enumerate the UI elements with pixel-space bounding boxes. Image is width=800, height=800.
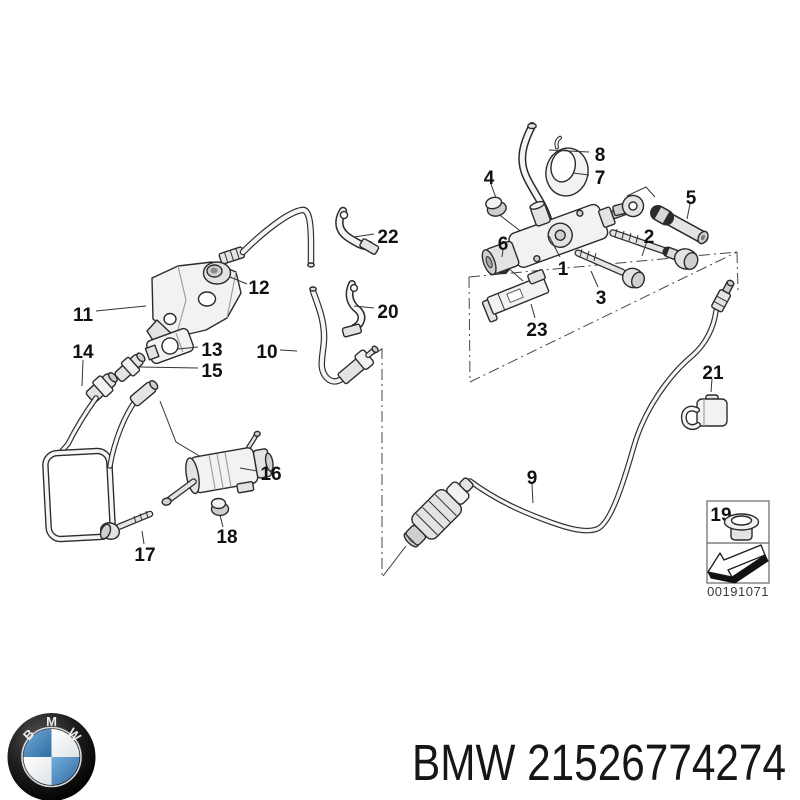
callout-23: 23 bbox=[526, 320, 547, 341]
part-pipe-14 bbox=[42, 372, 159, 543]
part-bracket-22 bbox=[335, 206, 380, 255]
part-slave-cylinder-16 bbox=[161, 430, 274, 506]
callout-22: 22 bbox=[377, 227, 398, 248]
callout-6: 6 bbox=[498, 234, 509, 255]
part-hose-10 bbox=[218, 206, 379, 385]
leader-lines bbox=[81, 149, 713, 545]
part-bracket-20 bbox=[341, 280, 366, 338]
pushrod-clevis bbox=[612, 194, 645, 218]
part-grommet-12 bbox=[202, 261, 232, 285]
callout-14: 14 bbox=[72, 342, 94, 363]
callout-13: 13 bbox=[201, 340, 222, 361]
part-number-title: BMW 21526774274 bbox=[412, 734, 786, 791]
callout-3: 3 bbox=[596, 288, 607, 309]
callout-20: 20 bbox=[377, 302, 398, 323]
inset-image-id: 00191071 bbox=[707, 584, 769, 599]
callout-11: 11 bbox=[73, 305, 94, 326]
part-clip-21 bbox=[680, 394, 728, 430]
bmw-logo: B M W bbox=[7, 713, 96, 800]
callout-16: 16 bbox=[260, 464, 281, 485]
callout-labels: 1 2 3 4 5 6 7 8 9 10 11 12 13 14 15 16 1… bbox=[72, 145, 724, 566]
callout-12: 12 bbox=[248, 278, 269, 299]
part-clamp-13 bbox=[144, 327, 195, 365]
part-pipe-9 bbox=[403, 279, 735, 548]
callout-21: 21 bbox=[702, 363, 724, 384]
part-bolt-2 bbox=[609, 228, 699, 271]
callout-17: 17 bbox=[134, 545, 155, 566]
direction-arrow-down-left-icon bbox=[707, 544, 769, 584]
callout-9: 9 bbox=[527, 468, 538, 489]
part-bolt-17 bbox=[99, 510, 154, 540]
callout-18: 18 bbox=[216, 527, 237, 548]
callout-15: 15 bbox=[201, 361, 223, 382]
callout-5: 5 bbox=[686, 188, 697, 209]
grommet-plug-icon bbox=[723, 513, 760, 541]
part-nut-18 bbox=[210, 497, 230, 517]
callout-10: 10 bbox=[256, 342, 277, 363]
part-connector-15 bbox=[114, 352, 146, 382]
callout-7: 7 bbox=[595, 168, 606, 189]
callout-1: 1 bbox=[558, 259, 569, 280]
callout-2: 2 bbox=[644, 227, 655, 248]
part-pin-5 bbox=[650, 205, 709, 245]
part-grommet-7 bbox=[545, 135, 589, 197]
part-cap-nut-4 bbox=[485, 196, 507, 217]
callout-8: 8 bbox=[595, 145, 606, 166]
part-master-cylinder-1 bbox=[481, 194, 645, 276]
logo-letter-m: M bbox=[46, 714, 57, 729]
footer: B M W BMW 21526774274 bbox=[7, 713, 786, 800]
inset-box: 19 00191071 bbox=[706, 500, 770, 599]
callout-4: 4 bbox=[484, 168, 495, 189]
part-bolt-3 bbox=[574, 248, 646, 289]
part-sleeve-23 bbox=[481, 269, 550, 323]
